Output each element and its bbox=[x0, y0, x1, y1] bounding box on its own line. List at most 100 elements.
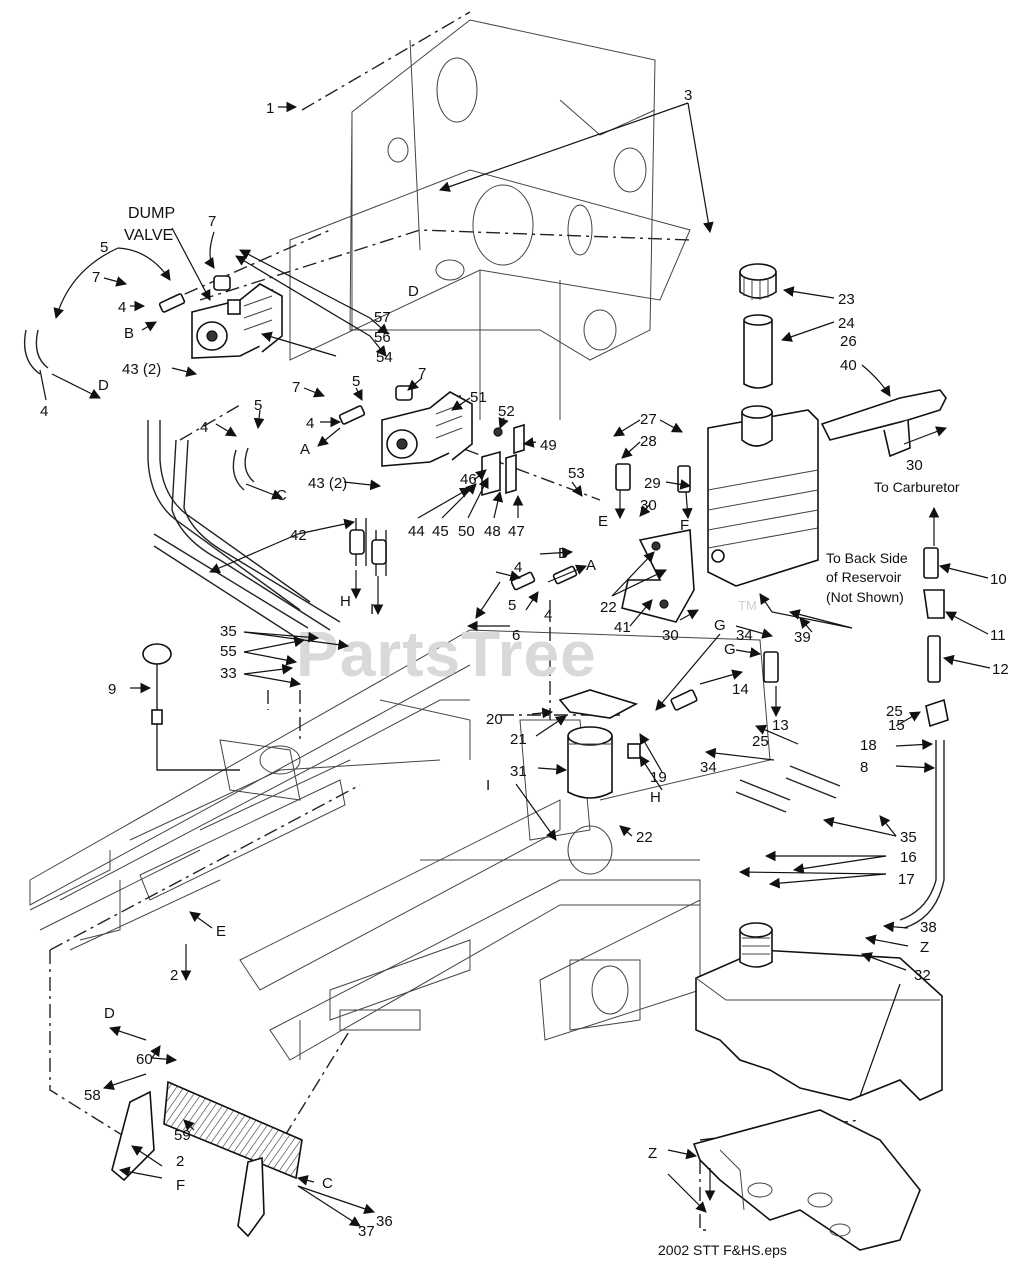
callout-label: 37 bbox=[358, 1223, 375, 1240]
fuel-tank bbox=[695, 922, 943, 1101]
callout-label: 22 bbox=[636, 829, 653, 846]
callout-label: 27 bbox=[640, 411, 657, 428]
callout-label: 11 bbox=[990, 627, 1006, 644]
filter-adapter-bracket bbox=[558, 689, 641, 759]
callout-label: 4 bbox=[306, 415, 314, 432]
callout-label: 58 bbox=[84, 1087, 101, 1104]
callout-label: 60 bbox=[136, 1051, 153, 1068]
callout-label: 53 bbox=[568, 465, 585, 482]
callout-label: B bbox=[558, 545, 568, 562]
callout-label: 5 bbox=[100, 239, 108, 256]
callout-label: I bbox=[370, 601, 374, 618]
callout-label: 50 bbox=[458, 523, 475, 540]
callout-label: 48 bbox=[484, 523, 501, 540]
callout-label: 32 bbox=[914, 967, 931, 984]
callout-label: 42 bbox=[290, 527, 307, 544]
callout-label: 17 bbox=[898, 871, 915, 888]
callout-label: Z bbox=[648, 1145, 657, 1162]
callout-label: 46 bbox=[460, 471, 477, 488]
callout-label: 4 bbox=[118, 299, 126, 316]
callout-label: 13 bbox=[772, 717, 789, 734]
callout-label: 5 bbox=[254, 397, 262, 414]
hydraulic-pump bbox=[381, 385, 473, 467]
callout-label: 15 bbox=[888, 717, 905, 734]
callout-leaders bbox=[39, 101, 991, 1227]
callout-label: 16 bbox=[900, 849, 917, 866]
callout-label: 40 bbox=[840, 357, 857, 374]
callout-label: 33 bbox=[220, 665, 237, 682]
valve-bracket bbox=[621, 529, 695, 623]
callout-label: 36 bbox=[376, 1213, 393, 1230]
callout-label: 4 bbox=[40, 403, 48, 420]
callout-label: F bbox=[176, 1177, 185, 1194]
callout-label: 39 bbox=[794, 629, 811, 646]
callout-label: 20 bbox=[486, 711, 503, 728]
callout-label: 41 bbox=[614, 619, 631, 636]
callout-label: 51 bbox=[470, 389, 487, 406]
callout-label: 34 bbox=[736, 627, 753, 644]
callout-label: 7 bbox=[418, 365, 426, 382]
callout-label: 44 bbox=[408, 523, 425, 540]
callout-label: B bbox=[124, 325, 134, 342]
callout-label: 7 bbox=[292, 379, 300, 396]
callout-label: 14 bbox=[732, 681, 749, 698]
callout-label: 34 bbox=[700, 759, 717, 776]
callout-label: 18 bbox=[860, 737, 877, 754]
callout-label: 55 bbox=[220, 643, 237, 660]
callout-label: 31 bbox=[510, 763, 527, 780]
callout-label: 35 bbox=[900, 829, 917, 846]
callout-label: H bbox=[340, 593, 351, 610]
callout-label: D bbox=[408, 283, 419, 300]
callout-label: E bbox=[216, 923, 226, 940]
dipstick bbox=[142, 643, 240, 771]
callout-label: G bbox=[714, 617, 726, 634]
callout-label: C bbox=[322, 1175, 333, 1192]
callout-label: 43 (2) bbox=[122, 361, 161, 378]
callout-label: 28 bbox=[640, 433, 657, 450]
oil-cooler bbox=[111, 1080, 303, 1238]
watermark-trademark: TM bbox=[738, 598, 757, 613]
callout-label: 57 bbox=[374, 309, 391, 326]
callout-label: D bbox=[104, 1005, 115, 1022]
callout-label: 30 bbox=[906, 457, 923, 474]
dump-valve-label-line1: DUMP bbox=[128, 205, 175, 222]
callout-label: 24 bbox=[838, 315, 855, 332]
callout-label: 12 bbox=[992, 661, 1009, 678]
callout-label: 38 bbox=[920, 919, 937, 936]
callout-label: 25 bbox=[886, 703, 903, 720]
callout-label: D bbox=[98, 377, 109, 394]
to-carburetor-note: To Carburetor bbox=[874, 479, 960, 495]
callout-label: 4 bbox=[200, 419, 208, 436]
back-side-note-line1: To Back Side bbox=[826, 550, 908, 566]
callout-label: 23 bbox=[838, 291, 855, 308]
callout-label: A bbox=[586, 557, 596, 574]
callout-label: 29 bbox=[644, 475, 661, 492]
reservoir-bracket bbox=[820, 389, 947, 458]
callout-label: G bbox=[724, 641, 736, 658]
callout-label: 52 bbox=[498, 403, 515, 420]
callout-label: 35 bbox=[220, 623, 237, 640]
back-side-note-line3: (Not Shown) bbox=[826, 589, 904, 605]
back-side-note-line2: of Reservoir bbox=[826, 569, 902, 585]
callout-label: H bbox=[650, 789, 661, 806]
callout-label: 5 bbox=[508, 597, 516, 614]
callout-label: A bbox=[300, 441, 310, 458]
pump-bracket bbox=[481, 423, 525, 497]
hydraulic-reservoir bbox=[707, 405, 819, 587]
watermark-text: PartsTree bbox=[296, 618, 597, 690]
callout-label: C bbox=[276, 487, 287, 504]
callout-label: Z bbox=[920, 939, 929, 956]
callout-label: 2 bbox=[170, 967, 178, 984]
dashed-reference-lines bbox=[49, 11, 861, 1231]
callout-label: 4 bbox=[514, 559, 522, 576]
callout-label: 5 bbox=[352, 373, 360, 390]
callout-label: 7 bbox=[208, 213, 216, 230]
callout-label: E bbox=[598, 513, 608, 530]
callout-label: 22 bbox=[600, 599, 617, 616]
callout-label: 56 bbox=[374, 329, 391, 346]
callout-label: 26 bbox=[840, 333, 857, 350]
callout-label: 45 bbox=[432, 523, 449, 540]
callout-label: 3 bbox=[684, 87, 692, 104]
fuel-line-components bbox=[899, 547, 949, 929]
